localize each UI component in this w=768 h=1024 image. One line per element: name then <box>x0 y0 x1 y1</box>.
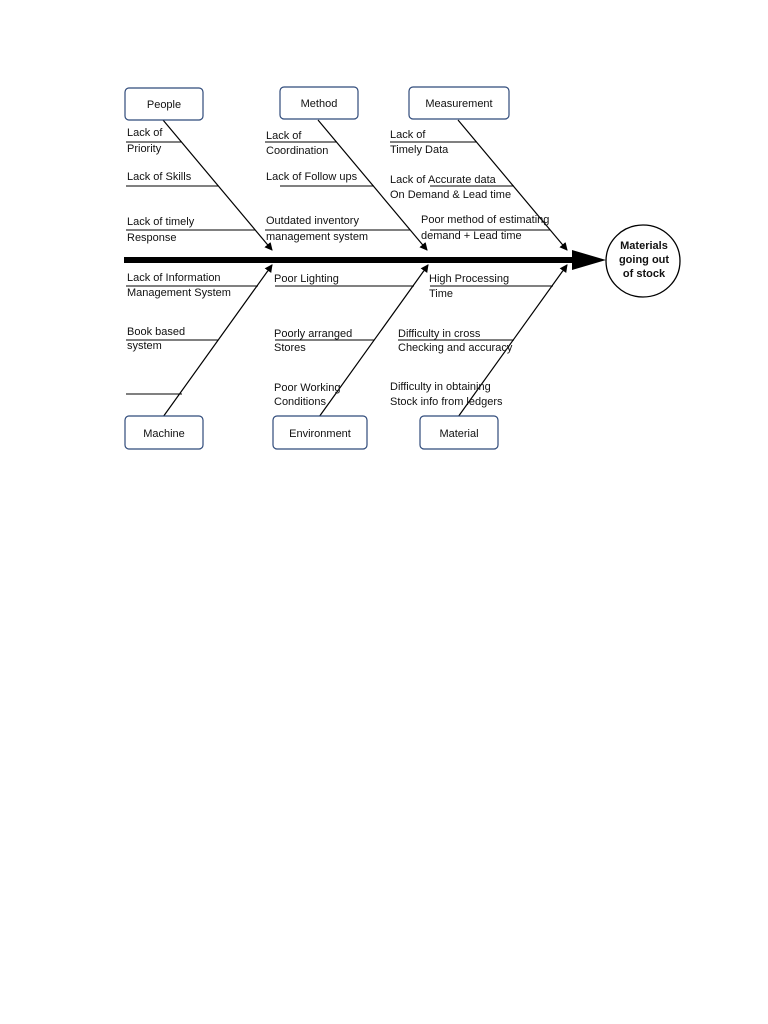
cause-material-3-line-1: Difficulty in obtaining <box>390 381 491 393</box>
cause-material-2-line-2: Checking and accuracy <box>398 342 513 354</box>
cause-material-3-line-2: Stock info from ledgers <box>390 396 503 408</box>
cause-people-1-line-2: Priority <box>127 143 162 155</box>
cause-measurement-3-line-1: Poor method of estimating <box>421 214 549 226</box>
cause-people-3-line-1: Lack of timely <box>127 216 195 228</box>
effect-node: Materials going out of stock <box>605 224 681 298</box>
category-box-frame <box>124 87 204 121</box>
cause-people-1-line-1: Lack of <box>127 127 163 139</box>
cause-method-3-line-2: management system <box>266 231 368 243</box>
cause-environment-3-line-2: Conditions <box>274 396 326 408</box>
category-box-frame <box>124 415 204 450</box>
bone-machine <box>162 264 273 418</box>
cause-people-2-line-1: Lack of Skills <box>127 171 192 183</box>
spine-arrowhead <box>572 250 606 270</box>
cause-machine-1-line-1: Lack of Information <box>127 272 221 284</box>
cause-method-3-line-1: Outdated inventory <box>266 215 359 227</box>
effect-circle <box>605 224 681 298</box>
category-label-measurement: Measurement <box>425 98 492 110</box>
material-sub-branches <box>398 285 553 341</box>
cause-environment-2-line-2: Stores <box>274 342 306 354</box>
cause-measurement-3-line-2: demand + Lead time <box>421 230 522 242</box>
bone-material <box>457 264 568 418</box>
cause-measurement-1-line-2: Timely Data <box>390 144 449 156</box>
bone-environment <box>318 264 429 418</box>
cause-method-1-line-2: Coordination <box>266 145 328 157</box>
cause-environment-3-line-1: Poor Working <box>274 382 340 394</box>
measurement-sub-branches <box>390 141 550 231</box>
category-label-machine: Machine <box>143 428 185 440</box>
cause-measurement-2-line-1: Lack of Accurate data <box>390 174 497 186</box>
cause-environment-2-line-1: Poorly arranged <box>274 328 352 340</box>
cause-method-2-line-1: Lack of Follow ups <box>266 171 358 183</box>
machine-sub-branches <box>126 285 258 395</box>
category-box-frame <box>279 86 359 120</box>
environment-sub-branches <box>275 285 414 341</box>
category-box-frame <box>272 415 368 450</box>
category-box-machine: Machine <box>124 415 204 450</box>
category-box-people: People <box>124 87 204 121</box>
cause-measurement-1-line-1: Lack of <box>390 129 426 141</box>
cause-machine-1-line-2: Management System <box>127 287 231 299</box>
cause-material-2-line-1: Difficulty in cross <box>398 328 481 340</box>
category-box-measurement: Measurement <box>408 86 510 120</box>
effect-line-2: going out <box>619 254 669 266</box>
category-label-environment: Environment <box>289 428 351 440</box>
category-box-frame <box>419 415 499 450</box>
category-label-method: Method <box>301 98 338 110</box>
category-label-people: People <box>147 99 181 111</box>
cause-machine-2-line-2: system <box>127 340 162 352</box>
effect-line-3: of stock <box>623 268 666 280</box>
cause-material-1-line-2: Time <box>429 288 453 300</box>
people-sub-branches <box>126 141 255 231</box>
category-box-method: Method <box>279 86 359 120</box>
cause-method-1-line-1: Lack of <box>266 130 302 142</box>
category-box-environment: Environment <box>272 415 368 450</box>
category-box-material: Material <box>419 415 499 450</box>
category-box-frame <box>408 86 510 120</box>
category-label-material: Material <box>439 428 478 440</box>
cause-machine-2-line-1: Book based <box>127 326 185 338</box>
method-sub-branches <box>265 141 410 231</box>
cause-measurement-2-line-2: On Demand & Lead time <box>390 189 511 201</box>
cause-people-3-line-2: Response <box>127 232 177 244</box>
cause-environment-1-line-1: Poor Lighting <box>274 273 339 285</box>
effect-line-1: Materials <box>620 240 668 252</box>
cause-material-1-line-1: High Processing <box>429 273 509 285</box>
